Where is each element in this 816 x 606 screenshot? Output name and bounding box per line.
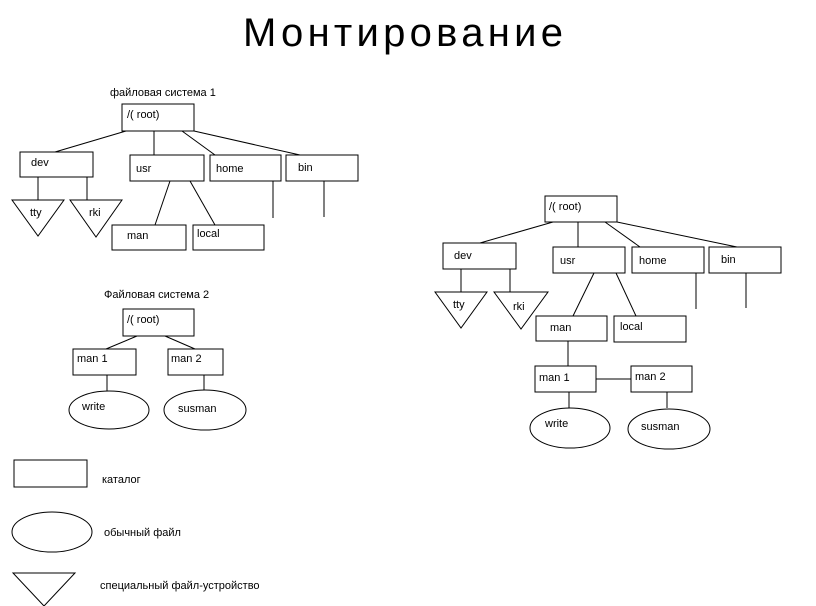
fs1-root-label: /( root) (127, 109, 159, 121)
legend-directory-label: каталог (102, 474, 141, 486)
fs1-tty-device: tty (11, 199, 65, 237)
fs1-dev-label: dev (31, 157, 49, 169)
mounted-man-dir: man (535, 315, 608, 342)
mounted-rki-label: rki (513, 301, 525, 313)
mounted-usr-dir: usr (552, 246, 626, 274)
mounted-man2-label: man 2 (635, 371, 666, 383)
mounted-write-label: write (544, 418, 568, 430)
mounted-connectors (460, 221, 747, 408)
fs1-root-dir: /( root) (121, 103, 195, 132)
mounted-dev-dir: dev (442, 242, 517, 270)
mounted-man1-label: man 1 (539, 372, 570, 384)
fs1-man-dir: man (111, 224, 187, 251)
mounted-root-dir: /( root) (544, 195, 618, 223)
fs2-root-dir: /( root) (122, 308, 195, 337)
fs1-rki-label: rki (89, 207, 101, 219)
fs2-write-label: write (81, 401, 105, 413)
mounted-man1-dir: man 1 (534, 365, 597, 393)
fs1-home-label: home (216, 163, 244, 175)
fs1-local-dir: local (192, 224, 265, 251)
fs2-susman-file: susman (163, 389, 247, 431)
mounted-tty-device: tty (434, 291, 488, 329)
fs1-usr-dir: usr (129, 154, 205, 182)
mounted-bin-label: bin (721, 254, 736, 266)
mounted-local-dir: local (613, 315, 687, 343)
page-title: Монтирование (243, 11, 563, 55)
mounted-rki-device: rki (493, 291, 549, 330)
fs1-bin-label: bin (298, 162, 313, 174)
fs1-dev-dir: dev (19, 151, 94, 178)
fs1-tty-label: tty (30, 207, 42, 219)
mounted-dev-label: dev (454, 250, 472, 262)
regular-file-symbol (11, 511, 93, 553)
mounted-home-dir: home (631, 246, 705, 274)
fs2-connectors (105, 335, 205, 392)
legend-regular-file-label: обычный файл (104, 527, 181, 539)
fs2-man1-dir: man 1 (72, 348, 137, 376)
mounted-write-file: write (529, 407, 611, 449)
fs2-man1-label: man 1 (77, 353, 108, 365)
legend: каталог обычный файл специальный файл-ус… (11, 459, 260, 606)
legend-device-file: специальный файл-устройство (11, 572, 260, 606)
fs1-man-label: man (127, 230, 148, 242)
file-system-2: Файловая система 2 /( root) man 1 man 2 … (68, 289, 247, 431)
fs1-connectors (37, 130, 325, 226)
fs2-man2-dir: man 2 (167, 348, 224, 376)
mounted-home-label: home (639, 255, 667, 267)
fs1-bin-dir: bin (285, 154, 359, 182)
fs2-root-label: /( root) (127, 314, 159, 326)
mounted-bin-dir: bin (708, 246, 782, 274)
fs2-susman-label: susman (178, 403, 217, 415)
mounted-usr-label: usr (560, 255, 576, 267)
legend-device-file-label: специальный файл-устройство (100, 580, 260, 592)
fs1-local-label: local (197, 228, 220, 240)
mounted-tty-label: tty (453, 299, 465, 311)
file-system-1: файловая система 1 /( root) dev usr (11, 87, 359, 251)
mounted-susman-label: susman (641, 421, 680, 433)
device-file-symbol (11, 572, 77, 606)
mounted-local-label: local (620, 321, 643, 333)
fs2-man2-label: man 2 (171, 353, 202, 365)
legend-directory: каталог (13, 459, 141, 488)
fs2-caption: Файловая система 2 (104, 289, 209, 301)
legend-regular-file: обычный файл (11, 511, 181, 553)
mounted-susman-file: susman (627, 408, 711, 450)
fs1-usr-label: usr (136, 163, 152, 175)
mounted-man-label: man (550, 322, 571, 334)
mounted-file-system: /( root) dev usr home bin tty rki man (434, 195, 782, 450)
directory-symbol (13, 459, 88, 488)
mounted-root-label: /( root) (549, 201, 581, 213)
fs1-caption: файловая система 1 (110, 87, 216, 99)
mounted-man2-dir: man 2 (630, 365, 693, 393)
fs2-write-file: write (68, 390, 150, 430)
fs1-home-dir: home (209, 154, 282, 182)
fs1-rki-device: rki (69, 199, 123, 238)
